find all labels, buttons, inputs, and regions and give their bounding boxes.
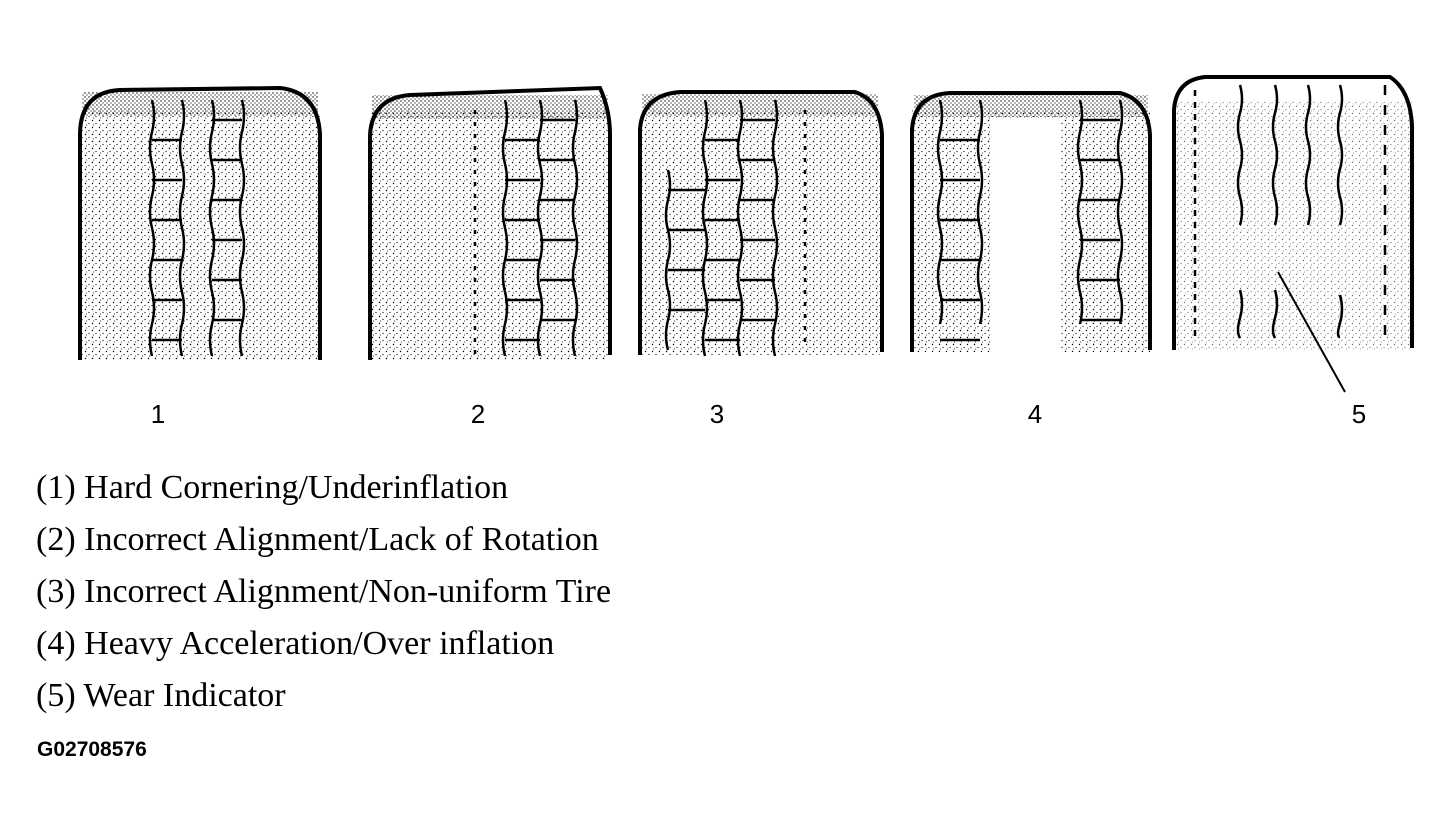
legend-list: (1) Hard Cornering/Underinflation (2) In… <box>36 462 611 722</box>
tire-4-illustration <box>910 91 1152 352</box>
tire-5-illustration <box>1172 75 1414 393</box>
tire-wear-figure: 1 2 3 4 5 <box>78 75 1414 429</box>
tire-4-label: 4 <box>1028 399 1042 429</box>
legend-item-4: (4) Heavy Acceleration/Over inflation <box>36 625 555 662</box>
tire-3-label: 3 <box>710 399 724 429</box>
tire-1-illustration <box>78 85 322 360</box>
tire-3-illustration <box>638 90 884 357</box>
legend-item-3: (3) Incorrect Alignment/Non-uniform Tire <box>36 573 612 610</box>
legend-item-5: (5) Wear Indicator <box>36 677 286 714</box>
tire-5-label: 5 <box>1352 399 1366 429</box>
figure-id: G02708576 <box>37 738 147 761</box>
tire-1-label: 1 <box>151 399 165 429</box>
tire-2-label: 2 <box>471 399 485 429</box>
legend-item-2: (2) Incorrect Alignment/Lack of Rotation <box>36 521 599 558</box>
tire-2-illustration <box>368 85 612 360</box>
wear-indicator-leader-line <box>1277 271 1346 393</box>
legend-item-1: (1) Hard Cornering/Underinflation <box>36 469 509 506</box>
